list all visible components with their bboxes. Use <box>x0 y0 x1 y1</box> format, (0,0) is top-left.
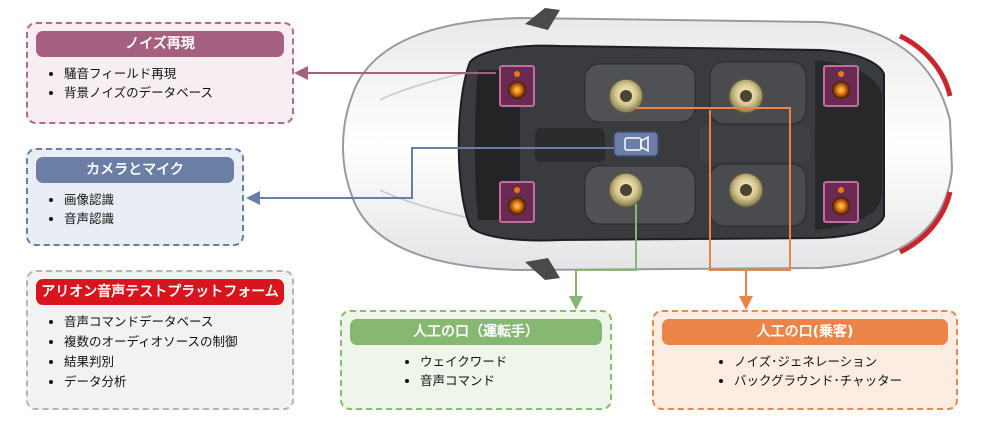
list-item: バックグラウンド･チャッター <box>734 371 902 390</box>
camera-connector <box>246 147 614 205</box>
passenger-mouth-list: ノイズ･ジェネレーション バックグラウンド･チャッター <box>720 352 902 390</box>
noise-connector <box>294 66 496 80</box>
driver-mouth-list: ウェイクワード 音声コマンド <box>406 352 507 390</box>
speaker-icon <box>823 65 859 107</box>
list-item: 音声コマンドデータベース <box>64 312 238 332</box>
list-item: 騒音フィールド再現 <box>64 64 213 83</box>
list-item: 結果判別 <box>64 352 238 372</box>
list-item: データ分析 <box>64 372 238 392</box>
list-item: 背景ノイズのデータベース <box>64 83 213 102</box>
list-item: 音声認識 <box>64 209 114 228</box>
artificial-mouth-icon <box>728 172 764 208</box>
passenger-mouth-title: 人工の口(乗客) <box>662 319 948 345</box>
artificial-mouth-icon <box>728 78 764 114</box>
camera-mic-list: 画像認識 音声認識 <box>50 190 114 228</box>
camera-icon <box>613 131 659 157</box>
passenger-connector <box>636 107 791 310</box>
list-item: ウェイクワード <box>420 352 507 371</box>
noise-reproduction-list: 騒音フィールド再現 背景ノイズのデータベース <box>50 64 213 102</box>
speaker-icon <box>499 65 535 107</box>
speaker-icon <box>823 181 859 223</box>
driver-connector <box>569 204 637 310</box>
artificial-mouth-icon <box>608 172 644 208</box>
list-item: 複数のオーディオソースの制御 <box>64 332 238 352</box>
list-item: ノイズ･ジェネレーション <box>734 352 902 371</box>
driver-mouth-title: 人工の口（運転手） <box>350 319 602 345</box>
driver-mouth-card: 人工の口（運転手） ウェイクワード 音声コマンド <box>340 310 612 410</box>
camera-mic-title: カメラとマイク <box>36 157 234 183</box>
voice-test-platform-title: アリオン音声テストプラットフォーム <box>36 279 284 305</box>
voice-test-platform-card: アリオン音声テストプラットフォーム 音声コマンドデータベース 複数のオーディオソ… <box>26 270 294 410</box>
speaker-icon <box>499 181 535 223</box>
camera-mic-card: カメラとマイク 画像認識 音声認識 <box>26 148 244 246</box>
noise-reproduction-title: ノイズ再現 <box>36 31 284 57</box>
artificial-mouth-icon <box>608 78 644 114</box>
voice-test-platform-list: 音声コマンドデータベース 複数のオーディオソースの制御 結果判別 データ分析 <box>50 312 238 392</box>
list-item: 画像認識 <box>64 190 114 209</box>
list-item: 音声コマンド <box>420 371 507 390</box>
noise-reproduction-card: ノイズ再現 騒音フィールド再現 背景ノイズのデータベース <box>26 22 294 124</box>
passenger-mouth-card: 人工の口(乗客) ノイズ･ジェネレーション バックグラウンド･チャッター <box>652 310 958 410</box>
